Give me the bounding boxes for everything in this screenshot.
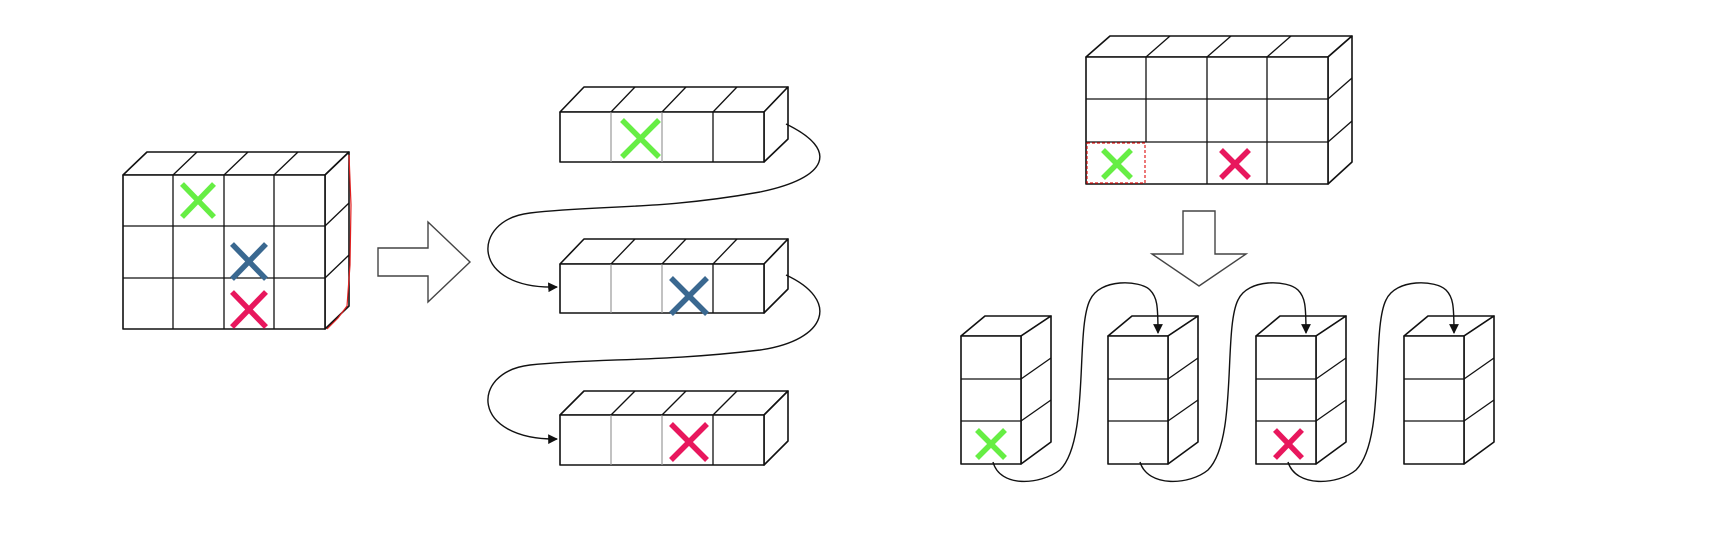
column-link-3-4	[1287, 282, 1459, 483]
cross-mark-pink	[669, 422, 709, 462]
cross-mark-blue	[230, 242, 268, 281]
column-link-1-2	[992, 282, 1163, 483]
right-source-block	[1085, 35, 1353, 185]
row-strip-2	[559, 238, 789, 316]
right-arrow-icon	[377, 220, 472, 304]
down-arrow-icon	[1149, 210, 1249, 287]
cross-mark-blue	[669, 276, 709, 316]
row-strip-1	[559, 86, 789, 163]
row-link-1-2	[487, 123, 821, 293]
column-link-2-3	[1139, 282, 1311, 483]
cross-mark-pink	[230, 290, 268, 329]
cross-mark-green	[620, 118, 661, 159]
row-strip-3	[559, 390, 789, 466]
cross-mark-pink	[1273, 428, 1304, 460]
column-strip-1	[960, 315, 1052, 465]
row-link-2-3	[487, 274, 821, 444]
column-strip-3	[1255, 315, 1347, 465]
cross-mark-green	[1101, 148, 1133, 180]
cross-mark-pink	[1219, 148, 1251, 180]
column-strip-2	[1107, 315, 1199, 465]
left-source-block	[122, 151, 352, 330]
column-strip-4	[1403, 315, 1495, 465]
cross-mark-green	[975, 428, 1007, 460]
cross-mark-green	[180, 182, 216, 219]
